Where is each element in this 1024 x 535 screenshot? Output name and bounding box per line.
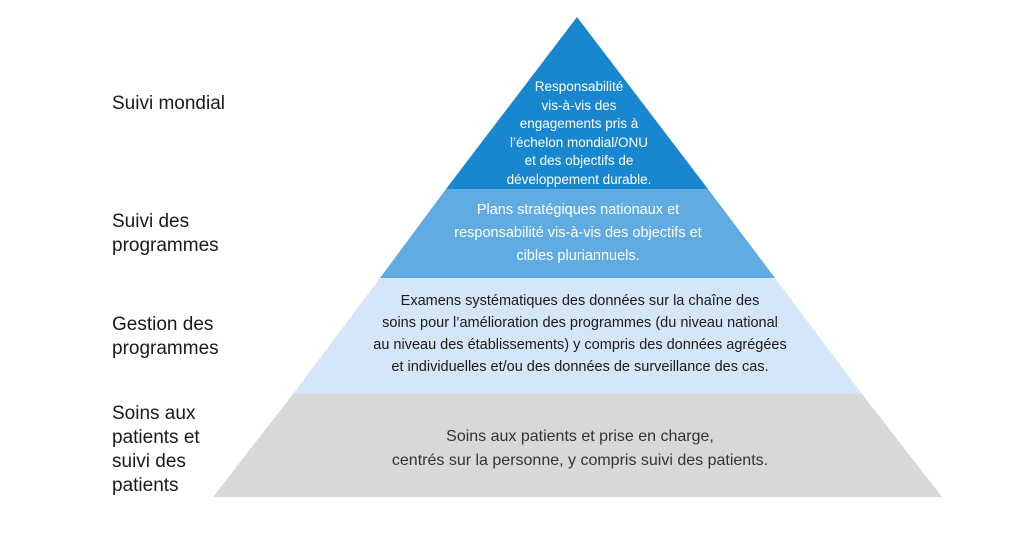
pyramid-tier-programme-monitoring xyxy=(380,189,775,278)
pyramid-tier-global xyxy=(446,17,708,189)
level-label-global: Suivi mondial xyxy=(112,93,225,114)
level-label-programme-management: Gestion des programmes xyxy=(112,314,219,359)
level-label-patient-care: Soins aux patients et suivi des patients xyxy=(112,403,200,496)
tier-text-programme-monitoring: Plans stratégiques nationaux et responsa… xyxy=(454,202,702,264)
pyramid-tier-programme-management xyxy=(293,278,862,394)
tier-text-programme-management: Examens systématiques des données sur la… xyxy=(373,293,787,375)
level-label-programme-monitoring: Suivi des programmes xyxy=(112,211,219,256)
tier-text-patient-care: Soins aux patients et prise en charge, c… xyxy=(391,428,769,469)
pyramid-tier-patient-care xyxy=(213,394,942,497)
tier-text-global: Responsabilité vis-à-vis des engagements… xyxy=(506,79,652,187)
